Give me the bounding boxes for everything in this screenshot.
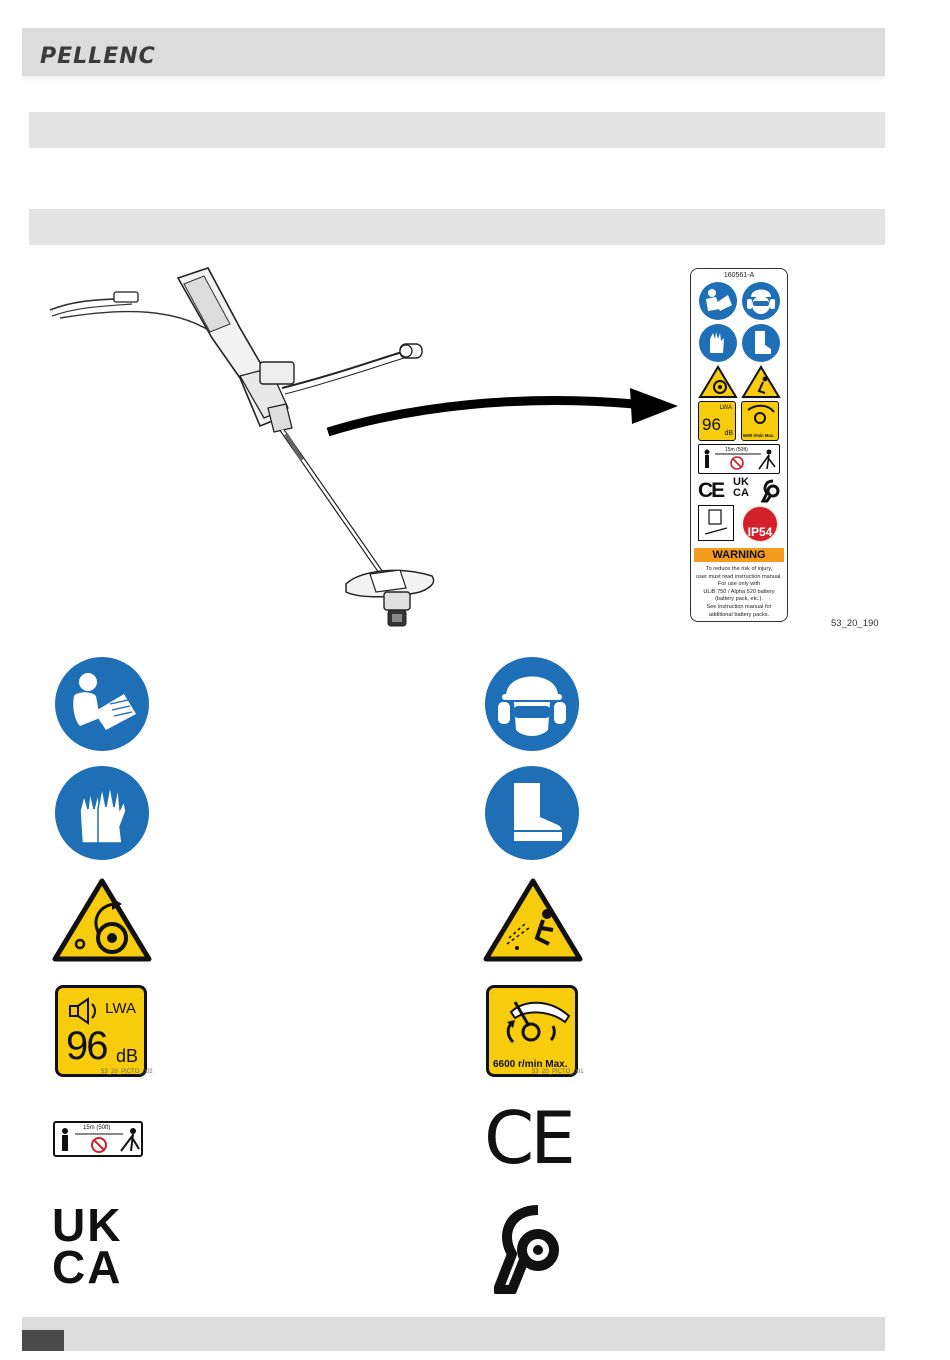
noise-unit: dB [115, 1046, 138, 1066]
ukca-bottom: CA [52, 1241, 123, 1293]
noise-symbol: LWA [105, 1000, 136, 1017]
read-manual-icon [55, 657, 149, 751]
label-warning-text: To reduce the risk of injury, user must … [693, 566, 785, 619]
label-warning-line-7: additional battery packs. [708, 611, 770, 618]
mini-speed-label: 6600 r/min Max. [741, 401, 779, 441]
mini-distance-label: 15m (50ft) [698, 444, 780, 474]
mini-read-manual-icon [699, 282, 737, 320]
max-speed-label: 6600 r/min Max. [486, 985, 578, 1077]
mini-ce-mark: CE [698, 479, 725, 502]
ukca-mark: UK CA [52, 1199, 148, 1293]
mini-noise-symbol: LWA [719, 405, 732, 411]
brand-logo: PELLENC [40, 44, 156, 69]
footer-bar [22, 1317, 885, 1351]
max-speed-text: 6600 r/min Max. [493, 1059, 568, 1070]
mini-manual-box-icon [704, 509, 728, 535]
label-warning-line-5: (battery pack, etc.). [715, 596, 763, 603]
mini-gloves-icon [699, 324, 737, 362]
mini-distance-icon [704, 449, 776, 470]
label-warning-line-4: ULiB 750 / Alpha 520 battery [703, 588, 775, 595]
max-speed-label-ref: 53_20_PICTO_001 [532, 1069, 584, 1075]
label-part-number: 160561-A [723, 272, 755, 279]
noise-icon [69, 997, 96, 1025]
figure-reference: 53_20_190 [831, 618, 879, 629]
mini-ukca-top: UK [733, 476, 749, 488]
mini-projection-warning-icon [741, 365, 781, 398]
section-bar-1 [29, 112, 885, 148]
noise-label-ref: 53_20_PICTO_002 [101, 1069, 153, 1075]
section-bar-2 [29, 209, 885, 245]
mini-noise-label: LWA 96 dB [698, 401, 736, 441]
mini-ukca-mark: UK CA [733, 477, 757, 499]
safety-distance-label: 15m (50ft) [53, 1121, 143, 1157]
header-shadow [22, 76, 885, 82]
gloves-icon [55, 766, 149, 860]
noise-value: 96 [66, 1024, 108, 1068]
label-warning-line-6: See instruction manual for [706, 603, 772, 610]
label-warning-line-1: To reduce the risk of injury, [705, 566, 773, 572]
mini-boots-icon [742, 324, 780, 362]
label-warning-line-3: For use only with [717, 581, 761, 588]
projection-warning-icon [483, 878, 583, 962]
head-protection-icon [485, 657, 579, 751]
mini-speed-icon [747, 404, 775, 424]
mini-distance-text: 15m (50ft) [725, 447, 748, 453]
header-bar [22, 28, 885, 76]
entanglement-warning-icon [52, 878, 152, 962]
safety-label-card: 160561-A LWA 96 dB [690, 268, 788, 622]
mini-entanglement-warning-icon [698, 365, 738, 398]
mini-manual-box [698, 505, 734, 541]
ce-mark: CE [484, 1096, 576, 1180]
recycling-symbol-icon [494, 1205, 559, 1294]
label-warning-title: WARNING [694, 548, 784, 562]
safety-distance-text: 15m (50ft) [83, 1125, 111, 1131]
mini-ukca-bottom: CA [733, 487, 749, 499]
mini-noise-unit: dB [724, 430, 733, 437]
ukca-top: UK [52, 1199, 123, 1251]
mini-ip-rating: IP54 [741, 505, 779, 543]
trimmer-illustration [49, 267, 435, 627]
mini-head-protection-icon [742, 282, 780, 320]
label-warning-line-2: user must read instruction manual. [696, 573, 782, 580]
noise-level-label: LWA 96 dB [55, 985, 147, 1077]
page-number-tab [22, 1330, 64, 1351]
mini-recycling-icon [761, 479, 780, 503]
mini-speed-text: 6600 r/min Max. [743, 433, 775, 438]
safety-boots-icon [485, 766, 579, 860]
arrow-icon [326, 388, 678, 437]
max-speed-icon [506, 1001, 571, 1044]
safety-distance-icon [62, 1128, 140, 1153]
mini-noise-value: 96 [702, 415, 721, 434]
